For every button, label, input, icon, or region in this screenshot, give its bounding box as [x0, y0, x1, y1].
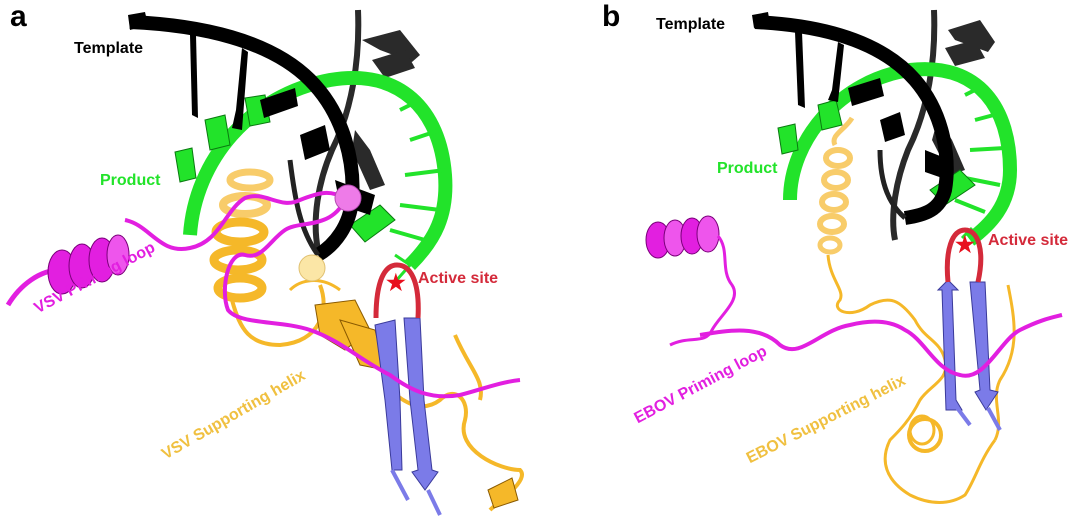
- template-strand: [752, 12, 954, 225]
- template-back-strand: [312, 9, 420, 251]
- supporting-helix: [817, 116, 1016, 504]
- template-strand: [128, 12, 375, 262]
- active-site-star-icon: ★: [955, 232, 975, 257]
- panel-a-structure: [5, 9, 524, 516]
- product-strand: [777, 62, 1018, 246]
- active-site-loop: [944, 227, 984, 283]
- beta-strands: [374, 317, 442, 516]
- panel-b-structure: [645, 9, 1063, 504]
- product-label-a: Product: [100, 172, 161, 189]
- product-label-b: Product: [717, 160, 778, 177]
- active-site-loop: [373, 262, 421, 319]
- panel-letter-a: a: [10, 0, 27, 33]
- metal-ion-cream: [298, 254, 326, 282]
- active-site-label-a: Active site: [418, 270, 499, 287]
- product-strand: [174, 71, 453, 283]
- metal-ion-pink: [334, 184, 362, 212]
- active-site-label-b: Active site: [988, 232, 1069, 249]
- priming-loop: [645, 215, 1063, 378]
- priming-loop: [5, 191, 521, 399]
- panel-letter-b: b: [602, 0, 621, 33]
- active-site-star-icon: ★: [386, 270, 406, 295]
- supporting-helix: [209, 168, 524, 512]
- beta-strands: [936, 279, 1002, 431]
- template-label-a: Template: [74, 40, 144, 57]
- template-label-b: Template: [656, 16, 726, 33]
